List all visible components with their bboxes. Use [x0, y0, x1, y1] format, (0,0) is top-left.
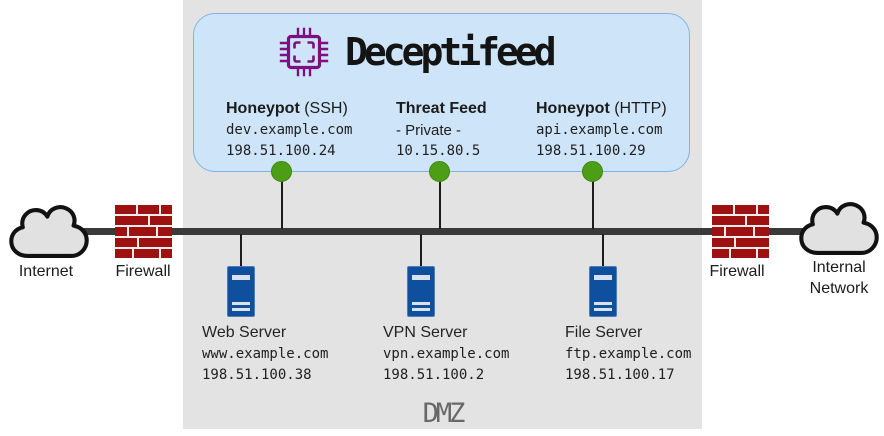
server-label-web: Web Server www.example.com 198.51.100.38 — [202, 321, 328, 386]
deceptifeed-title: Deceptifeed — [345, 30, 557, 74]
firewall-label-left: Firewall — [115, 263, 171, 280]
deceptifeed-header: Deceptifeed — [278, 26, 557, 78]
node-label: Honeypot (SSH) — [226, 100, 348, 117]
node-label: Threat Feed — [396, 100, 487, 117]
server-host: ftp.example.com — [565, 346, 692, 362]
server-tower-icon — [407, 266, 435, 317]
server-tower-icon — [227, 266, 255, 317]
internal-network-cloud-icon — [799, 202, 879, 256]
server-name: File Server — [565, 324, 643, 341]
internet-label: Internet — [18, 263, 74, 280]
server-host: www.example.com — [202, 346, 329, 362]
node-ip: 10.15.80.5 — [396, 143, 481, 159]
firewall-brick-icon — [115, 205, 172, 258]
connector-line-honeypot-ssh — [281, 177, 283, 229]
feed-endpoint-dot — [582, 161, 603, 182]
firewall-label-right: Firewall — [709, 263, 765, 280]
node-label: Honeypot (HTTP) — [536, 100, 667, 117]
feed-endpoint-dot — [429, 161, 450, 182]
server-label-vpn: VPN Server vpn.example.com 198.51.100.2 — [383, 321, 509, 386]
server-ip: 198.51.100.2 — [383, 367, 485, 383]
connector-line-vpn-server — [420, 234, 422, 267]
server-host: vpn.example.com — [383, 346, 510, 362]
server-name: VPN Server — [383, 324, 468, 341]
node-ip: 198.51.100.24 — [226, 143, 336, 159]
internal-network-label: Internal Network — [809, 259, 869, 297]
node-ip: 198.51.100.29 — [536, 143, 646, 159]
connector-line-honeypot-http — [592, 177, 594, 229]
node-host: - Private - — [396, 122, 462, 139]
dmz-label: DMZ — [422, 398, 466, 429]
internet-cloud-icon — [9, 205, 89, 259]
feed-node-threat-feed: Threat Feed - Private - 10.15.80.5 — [396, 98, 487, 162]
deceptifeed-panel: Deceptifeed Honeypot (SSH) dev.example.c… — [193, 13, 690, 172]
cpu-chip-icon — [279, 27, 329, 77]
server-ip: 198.51.100.17 — [565, 367, 675, 383]
server-name: Web Server — [202, 324, 287, 341]
connector-line-file-server — [602, 234, 604, 267]
feed-endpoint-dot — [271, 161, 292, 182]
server-label-file: File Server ftp.example.com 198.51.100.1… — [565, 321, 691, 386]
node-host: dev.example.com — [226, 122, 353, 138]
connector-line-threat-feed — [439, 177, 441, 229]
server-ip: 198.51.100.38 — [202, 367, 312, 383]
feed-node-honeypot-ssh: Honeypot (SSH) dev.example.com 198.51.10… — [226, 98, 352, 162]
server-tower-icon — [589, 266, 617, 317]
network-backbone-line — [50, 228, 838, 235]
feed-node-honeypot-http: Honeypot (HTTP) api.example.com 198.51.1… — [536, 98, 667, 162]
connector-line-web-server — [240, 234, 242, 267]
firewall-brick-icon — [712, 205, 769, 258]
node-host: api.example.com — [536, 122, 663, 138]
